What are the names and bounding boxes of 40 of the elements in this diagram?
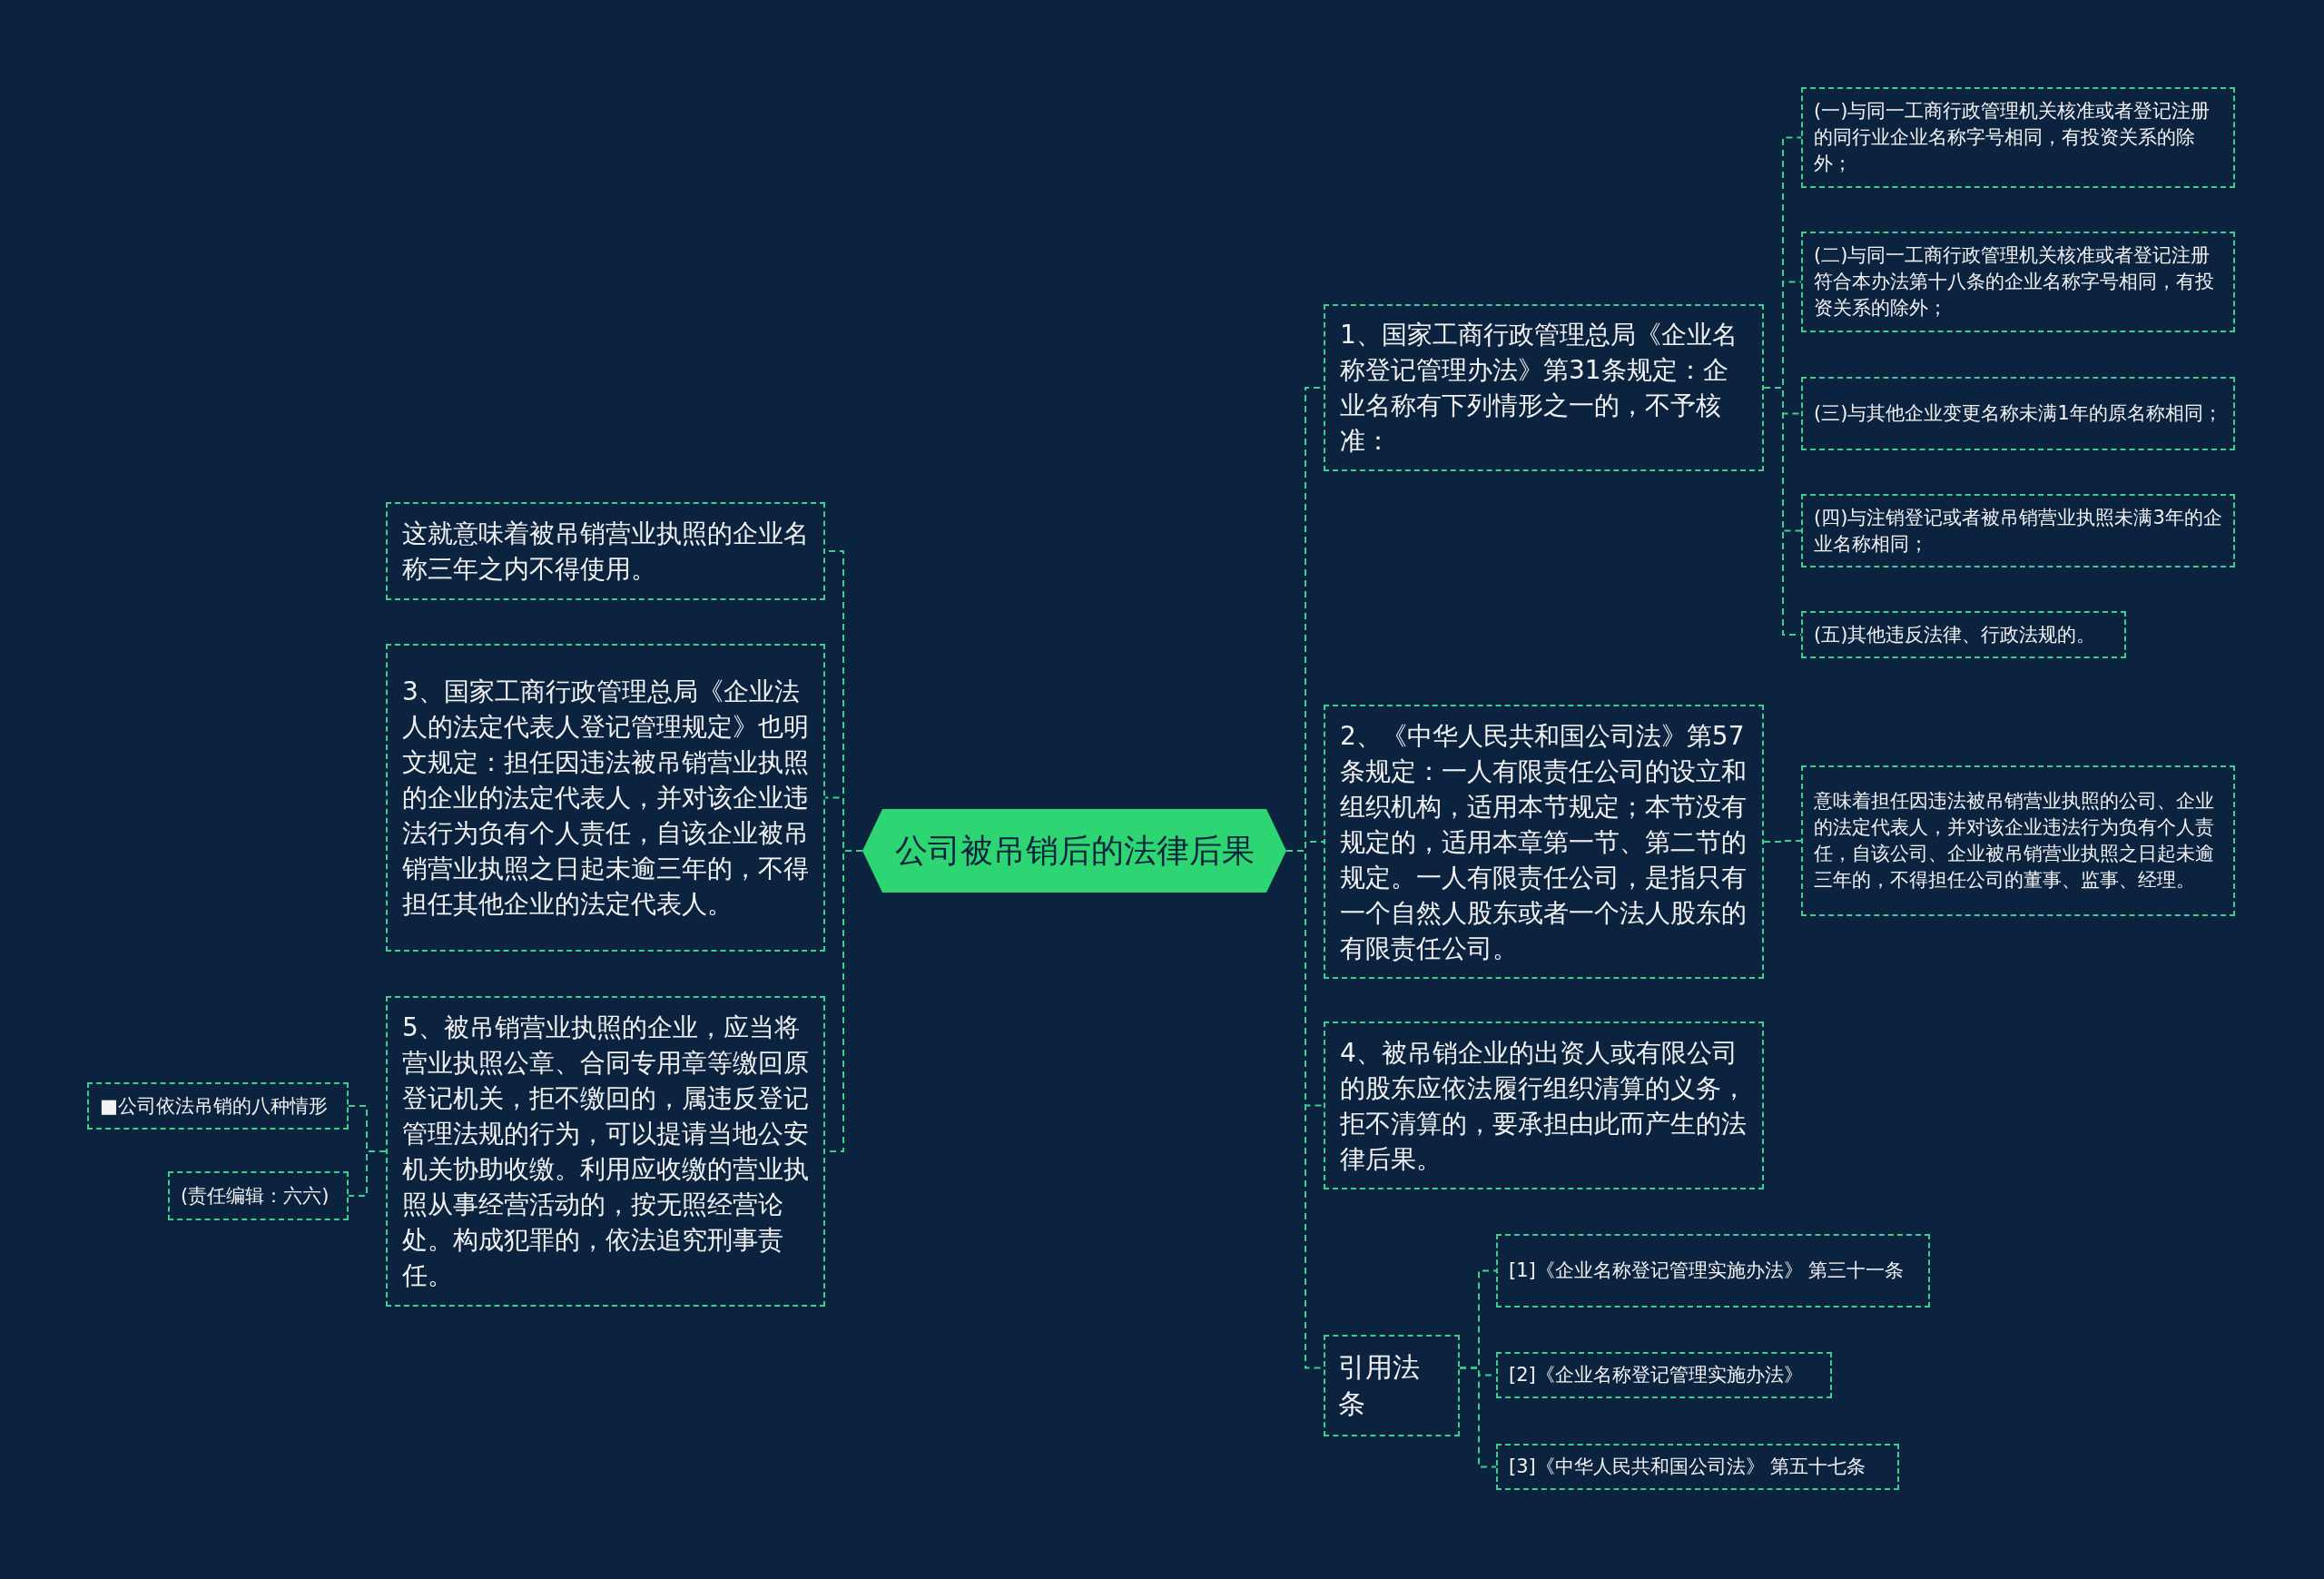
- topic-text: 4、被吊销企业的出资人或有限公司的股东应依法履行组织清算的义务，拒不清算的，要承担由此而产生的法律后果。: [1340, 1036, 1748, 1176]
- topic-text: 5、被吊销营业执照的企业，应当将营业执照公章、合同专用章等缴回原登记机关，拒不缴回的，属违反登记管理法规的行为，可以提请当地公安机关协助收缴。利用应收缴的营业执照从事经营活动的，按无照经营论处。构成犯罪的，依法追究刑事责任。: [402, 1012, 809, 1292]
- connector-line: [1763, 840, 1802, 843]
- topic-text: 引用法条: [1338, 1350, 1421, 1421]
- topic-text: (三)与其他企业变更名称未满1年的原名称相同；: [1814, 401, 2222, 426]
- topic-text: [1]《企业名称登记管理实施办法》 第三十一条: [1509, 1258, 1905, 1283]
- topic-box: [1801, 377, 2235, 450]
- topic-box: [1801, 765, 2235, 916]
- topic-box: [1801, 494, 2235, 567]
- topic-text: (一)与同一工商行政管理机关核准或者登记注册的同行业企业名称字号相同，有投资关系的除外；: [1814, 99, 2211, 176]
- topic-text: (四)与注销登记或者被吊销营业执照未满3年的企业名称相同；: [1814, 505, 2222, 557]
- topic-text: (五)其他违反法律、行政法规的。: [1814, 622, 2097, 647]
- topic-text: 这就意味着被吊销营业执照的企业名称三年之内不得使用。: [402, 518, 809, 586]
- topic-box: [386, 502, 825, 600]
- connector-line: [348, 1150, 387, 1197]
- topic-box: [1324, 304, 1764, 471]
- topic-box: [1801, 87, 2235, 188]
- topic-text: [3]《中华人民共和国公司法》 第五十七条: [1509, 1455, 1867, 1479]
- topic-box: [386, 996, 825, 1307]
- topic-box: [1801, 232, 2235, 332]
- topic-title: 公司被吊销后的法律后果: [894, 831, 1255, 871]
- topic-box: [1324, 1021, 1764, 1189]
- topic-box: [1324, 1335, 1460, 1436]
- topic-box: [386, 644, 825, 952]
- topic-text: 意味着担任因违法被吊销营业执照的公司、企业的法定代表人，并对该企业违法行为负有个人责任，自该公司、企业被吊销营业执照之日起未逾三年的，不得担任公司的董事、监事、经理。: [1814, 789, 2215, 893]
- topic-text: (责任编辑：六六): [181, 1183, 330, 1209]
- topic-box: [1496, 1444, 1899, 1490]
- topic-text: (二)与同一工商行政管理机关核准或者登记注册符合本办法第十八条的企业名称字号相同，有投资关系的除外；: [1814, 243, 2215, 321]
- topic-box: [1324, 705, 1764, 979]
- topic-box: [168, 1171, 349, 1220]
- topic-box: [1496, 1352, 1832, 1398]
- topic-text: 1、国家工商行政管理总局《企业名称登记管理办法》第31条规定：企业名称有下列情形之一的，不予核准：: [1340, 319, 1738, 458]
- topic-text: ■公司依法吊销的八种情形: [100, 1093, 329, 1119]
- topic-text: [2]《企业名称登记管理实施办法》: [1509, 1363, 1804, 1387]
- topic-text: 2、《中华人民共和国公司法》第57条规定：一人有限责任公司的设立和组织机构，适用本节规定；本节没有规定的，适用本章第一节、第二节的规定。一人有限责任公司，是指只有一个自然人股东或者一个法人股东的有限责任公司。: [1340, 719, 1748, 965]
- topic-box: [1801, 611, 2126, 658]
- topic-text: 3、国家工商行政管理总局《企业法人的法定代表人登记管理规定》也明文规定：担任因违法被吊销营业执照的企业的法定代表人，并对该企业违法行为负有个人责任，自该企业被吊销营业执照之日起未逾三年的，不得担任其他企业的法定代表人。: [402, 676, 809, 921]
- connector-line: [1459, 1367, 1497, 1468]
- topic-box: [87, 1082, 349, 1130]
- topic-box: [1496, 1234, 1930, 1308]
